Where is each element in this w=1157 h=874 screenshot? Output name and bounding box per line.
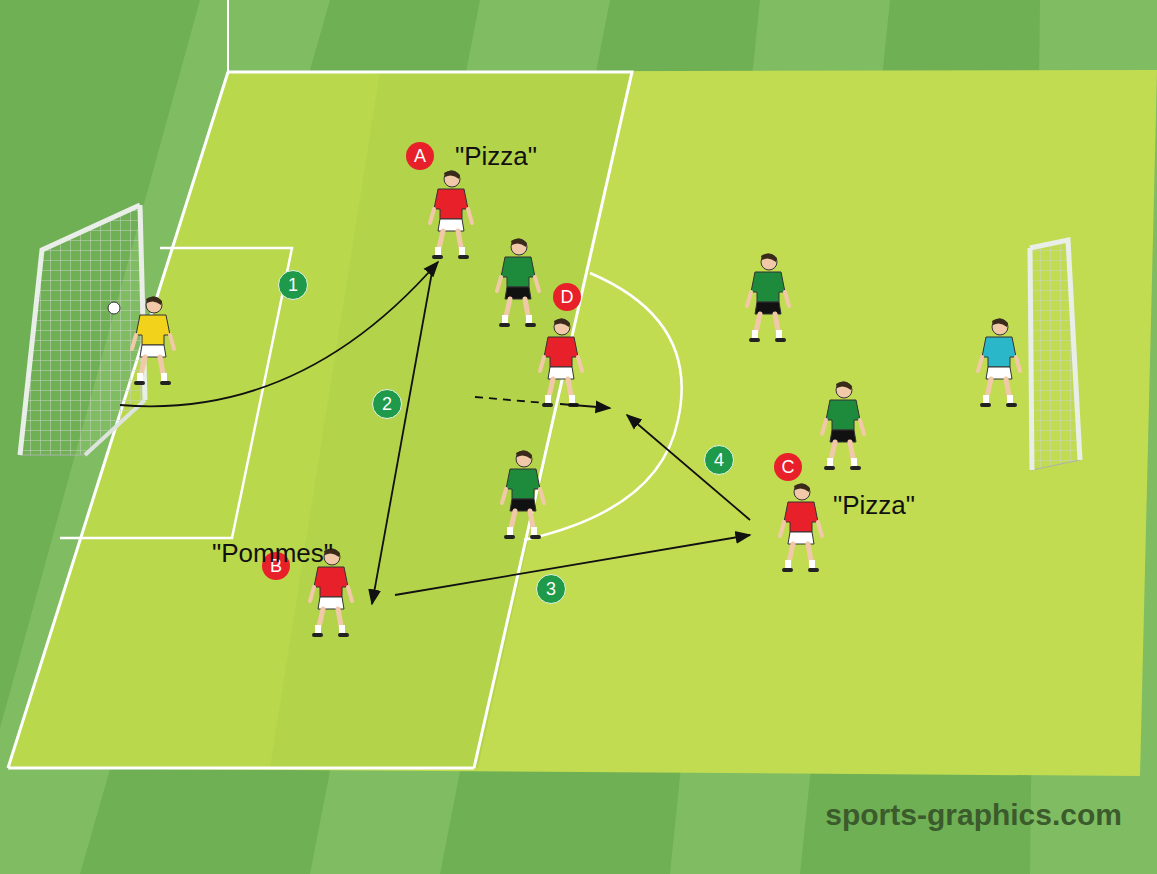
player-call: "Pommes": [212, 538, 333, 569]
node-text: 1: [288, 275, 298, 296]
node-text: 3: [546, 579, 556, 600]
player-call: "Pizza": [455, 141, 537, 172]
node-text: 4: [714, 450, 724, 471]
player-letter: C: [774, 453, 802, 481]
node-text: C: [782, 457, 795, 478]
callout-number: 1: [278, 270, 308, 300]
player-letter: A: [406, 142, 434, 170]
callout-number: 4: [704, 445, 734, 475]
player-call: "Pizza": [833, 490, 915, 521]
watermark: sports-graphics.com: [825, 798, 1122, 832]
node-text: A: [414, 146, 426, 167]
node-text: 2: [382, 394, 392, 415]
callout-number: 3: [536, 574, 566, 604]
callout-number: 2: [372, 389, 402, 419]
node-text: D: [561, 287, 574, 308]
player-letter: D: [553, 283, 581, 311]
